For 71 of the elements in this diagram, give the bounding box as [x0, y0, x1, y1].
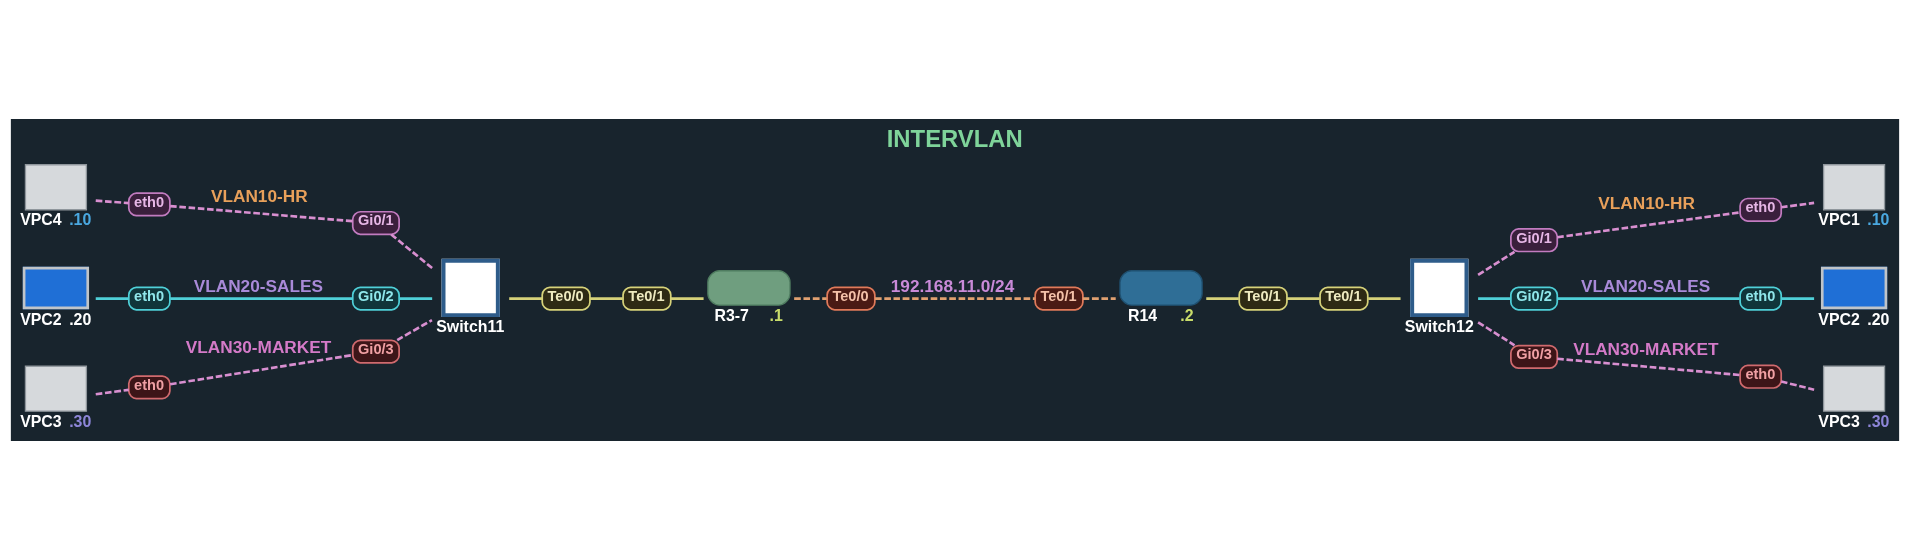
connector	[1781, 297, 1815, 300]
connector	[1206, 297, 1239, 300]
connector	[1477, 250, 1516, 276]
node-box: Te0/1	[1238, 286, 1288, 311]
node-label: .20	[1867, 310, 1890, 328]
edge-label: VLAN10-HR	[1598, 192, 1695, 213]
connector	[1557, 297, 1740, 300]
connector	[390, 233, 433, 270]
node-box: Gi0/1	[1510, 228, 1559, 253]
connector	[670, 297, 704, 300]
node-box: eth0	[127, 286, 171, 311]
connector	[1368, 297, 1401, 300]
connector	[170, 297, 353, 300]
node-label: VPC2	[1818, 310, 1860, 328]
connector	[1478, 297, 1511, 300]
node-box: Gi0/2	[351, 286, 400, 311]
node-label: .20	[69, 310, 92, 328]
connector	[1557, 357, 1740, 377]
connector	[95, 388, 129, 396]
node-box: Te0/1	[622, 286, 672, 311]
edge-label: VLAN20-SALES	[193, 276, 323, 297]
node-label: .1	[769, 306, 783, 324]
node-label: .2	[1180, 306, 1194, 324]
node-box: Te0/0	[826, 286, 876, 311]
node-label: R3-7	[714, 306, 749, 324]
node-box: Gi0/3	[351, 339, 400, 364]
connector	[399, 297, 433, 300]
node-box: eth0	[127, 375, 171, 400]
node-box: eth0	[1739, 364, 1783, 389]
node-label: VPC4	[20, 211, 62, 229]
connector	[396, 318, 433, 342]
connector	[509, 297, 542, 300]
node-label: .30	[1867, 412, 1890, 430]
node-label: Switch11	[436, 318, 505, 336]
node-label: VPC3	[20, 412, 62, 430]
node-box: Gi0/2	[1510, 286, 1559, 311]
node-label: R14	[1127, 306, 1158, 324]
connector	[1557, 211, 1740, 239]
node-box: Gi0/3	[1510, 344, 1559, 369]
connector	[1781, 201, 1815, 209]
edge-label: VLAN30-MARKET	[185, 337, 332, 358]
connector	[170, 204, 353, 223]
edge-label: 192.168.11.0/24	[890, 276, 1015, 297]
node-label: .30	[69, 412, 92, 430]
node-box: Gi0/1	[351, 210, 400, 236]
node-box: eth0	[1739, 286, 1783, 311]
connector	[169, 353, 353, 386]
connector	[1477, 321, 1516, 347]
node-box: eth0	[1739, 197, 1783, 222]
node-box: Te0/1	[1034, 286, 1084, 311]
connector	[95, 297, 129, 300]
node-label: VPC3	[1818, 412, 1860, 430]
diagram-title: INTERVLAN	[886, 125, 1023, 153]
node-box: Te0/1	[1319, 286, 1369, 311]
node-label: VPC1	[1818, 211, 1860, 229]
connector	[1780, 380, 1815, 391]
node-label: Switch12	[1404, 318, 1474, 336]
edge-label: VLAN10-HR	[210, 186, 308, 207]
node-label: VPC2	[20, 310, 62, 328]
edge-label: VLAN30-MARKET	[1573, 338, 1719, 359]
node-box: Te0/0	[541, 286, 591, 311]
edge-label: VLAN20-SALES	[1581, 276, 1711, 297]
node-box: eth0	[127, 192, 171, 217]
connector	[1287, 297, 1320, 300]
connector	[590, 297, 623, 300]
connector	[1082, 297, 1116, 300]
connector	[875, 297, 1035, 300]
node-label: .10	[1867, 211, 1890, 229]
connector	[95, 199, 129, 205]
node-label: .10	[69, 211, 92, 229]
connector	[794, 297, 827, 300]
